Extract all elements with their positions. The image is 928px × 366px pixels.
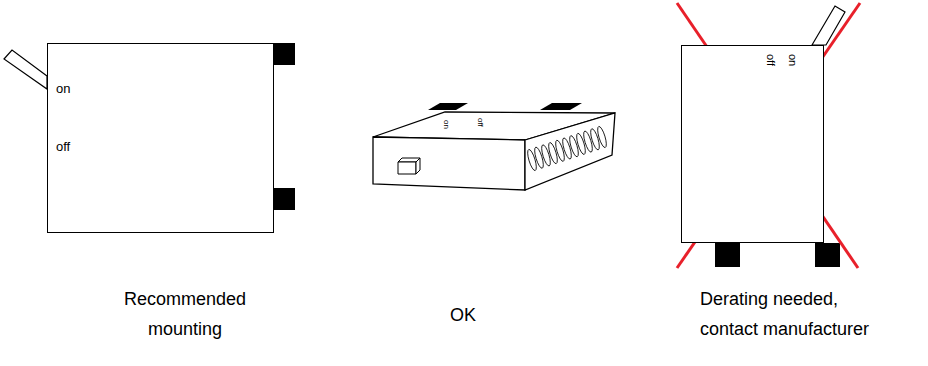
- device-housing-3d: on off: [372, 100, 622, 193]
- caption: Derating needed, contact manufacturer: [700, 284, 900, 344]
- switch-label: on: [787, 54, 799, 66]
- cross-line: [677, 3, 860, 268]
- switch-label: on: [441, 120, 450, 129]
- switch-label: off: [475, 118, 484, 127]
- terminal: [428, 103, 468, 110]
- switch-label: on: [56, 82, 70, 96]
- caption: OK: [420, 300, 506, 330]
- caption: Recommended mounting: [110, 284, 260, 344]
- device-housing: on off: [47, 43, 274, 233]
- terminal: [540, 103, 582, 110]
- device-housing: offon: [681, 45, 824, 243]
- terminal: [274, 43, 295, 65]
- terminal: [715, 243, 740, 267]
- box-outline: [372, 100, 622, 193]
- switch-label: off: [56, 140, 70, 154]
- switch-lever: [812, 6, 845, 45]
- switch-label: off: [765, 54, 777, 66]
- terminal: [815, 243, 840, 267]
- switch-lever: [4, 50, 47, 89]
- terminal: [274, 188, 295, 210]
